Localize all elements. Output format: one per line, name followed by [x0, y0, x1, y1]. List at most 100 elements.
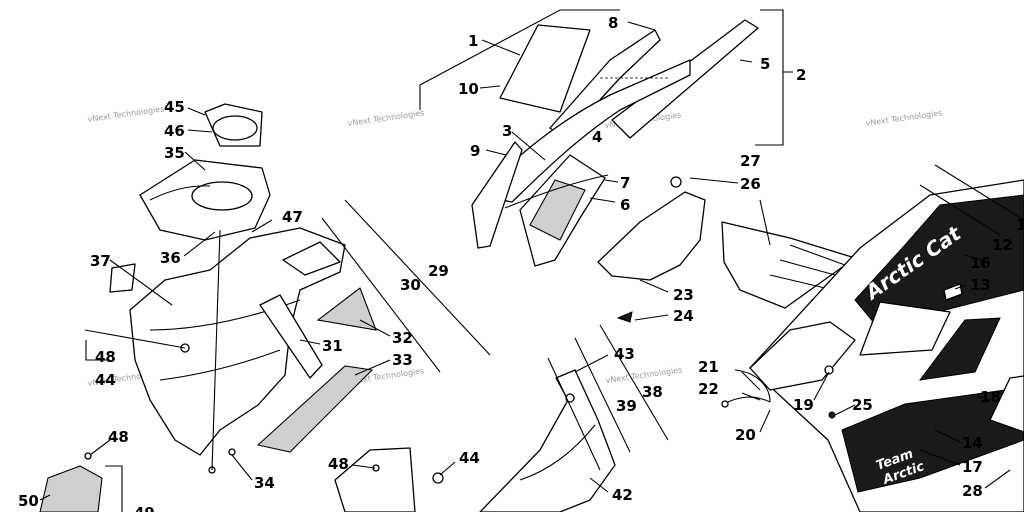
callout-3: 3	[502, 122, 512, 140]
callout-33: 33	[392, 351, 413, 369]
callout-21: 21	[698, 358, 719, 376]
bracket-group-1	[419, 9, 620, 110]
side-shield-vent-lines	[769, 244, 846, 289]
arrow-marker-24	[616, 311, 633, 323]
callout-7: 7	[620, 174, 630, 192]
leader-27	[689, 177, 739, 184]
callout-20: 20	[735, 426, 756, 444]
belly-pan-edge-2	[159, 349, 281, 381]
leader-21	[741, 371, 761, 391]
bracket-group-12	[934, 164, 1024, 221]
side-trim-part-33	[256, 365, 374, 453]
callout-22: 22	[698, 380, 719, 398]
leader-23	[639, 279, 669, 293]
cable-end-22	[721, 400, 729, 408]
leader-3	[511, 131, 546, 161]
leader-45	[187, 107, 206, 116]
fastener-27	[670, 176, 682, 188]
callout-10: 10	[458, 80, 479, 98]
bracket-group-38-39	[547, 324, 669, 471]
watermark-4: vNext Technologies	[865, 108, 943, 128]
intake-duct-opening	[191, 181, 253, 211]
callout-2: 2	[796, 66, 806, 84]
fastener-25	[828, 411, 836, 419]
leader-46	[187, 129, 213, 133]
leader-31	[299, 339, 321, 345]
callout-48-left: 48	[95, 348, 116, 366]
leader-17	[919, 449, 961, 466]
side-shield-part-23	[597, 191, 706, 281]
callout-28: 28	[962, 482, 983, 500]
leader-48-lowleft	[89, 439, 111, 456]
leader-47	[251, 219, 273, 233]
leader-25	[834, 404, 856, 416]
callout-31: 31	[322, 337, 343, 355]
callout-48-bottom: 48	[328, 455, 349, 473]
leader-24	[634, 314, 669, 321]
lower-panel-part-42	[479, 369, 616, 512]
leader-36	[183, 231, 216, 257]
bracket-group-29-30	[321, 199, 491, 373]
callout-43: 43	[614, 345, 635, 363]
lower-part-50	[39, 465, 103, 512]
callout-29: 29	[428, 262, 449, 280]
callout-26: 26	[740, 175, 761, 193]
hood-decal-part-14	[841, 387, 1024, 493]
callout-32: 32	[392, 329, 413, 347]
callout-48-lowleft: 48	[108, 428, 129, 446]
leader-20	[759, 409, 771, 433]
bracket-group-49	[105, 465, 123, 512]
leader-14	[934, 429, 961, 443]
callout-24: 24	[673, 307, 694, 325]
callout-46: 46	[164, 122, 185, 140]
leader-44-left	[84, 329, 186, 349]
leader-48-bottom	[351, 464, 376, 469]
hood-lower-part-19	[749, 321, 856, 391]
callout-38: 38	[642, 383, 663, 401]
air-intake-assembly	[139, 103, 271, 241]
callout-49: 49	[134, 504, 155, 512]
leader-8	[627, 21, 656, 31]
callout-35: 35	[164, 144, 185, 162]
watermark-2: vNext Technologies	[347, 108, 425, 128]
callout-44-left: 44	[95, 371, 116, 389]
hood-vent-part-13	[859, 301, 951, 356]
leader-37	[109, 259, 173, 306]
callout-1: 1	[468, 32, 478, 50]
leader-6	[589, 197, 616, 203]
intake-duct-edge	[149, 185, 211, 201]
callout-36: 36	[160, 249, 181, 267]
callout-numbers: 1 2 3 4 5 6 7 8 9 10 1 12 13 14 16 17 18…	[18, 14, 1024, 512]
leader-44-bottom	[439, 461, 456, 476]
bracket-group-12b	[919, 184, 1001, 236]
callout-27: 27	[740, 152, 761, 170]
leader-33	[354, 359, 391, 376]
callout-25: 25	[852, 396, 873, 414]
leader-50	[39, 494, 51, 501]
leader-22	[741, 392, 761, 401]
callout-50: 50	[18, 492, 39, 510]
callout-45: 45	[164, 98, 185, 116]
fastener-48-left	[84, 452, 92, 460]
leader-10	[479, 85, 501, 89]
callout-5: 5	[760, 55, 770, 73]
callout-39: 39	[616, 397, 637, 415]
callout-16: 16	[970, 254, 991, 272]
leader-48-left-top	[85, 340, 110, 361]
leader-42	[589, 477, 609, 493]
leader-19	[813, 371, 830, 401]
fastener-19	[824, 365, 834, 375]
callout-19: 19	[793, 396, 814, 414]
callout-13: 13	[970, 276, 991, 294]
leader-32	[359, 319, 391, 337]
lower-part-48-body	[334, 447, 416, 512]
leader-1	[481, 39, 521, 56]
lower-center-panel	[479, 369, 616, 512]
leader-13	[954, 284, 967, 290]
hood-decal-stripe	[918, 317, 1001, 381]
leader-9	[485, 149, 507, 156]
leader-26	[759, 199, 771, 246]
right-hood-panel: Arctic Cat Team Arctic	[721, 179, 1024, 512]
side-vent-part-32	[316, 287, 377, 331]
